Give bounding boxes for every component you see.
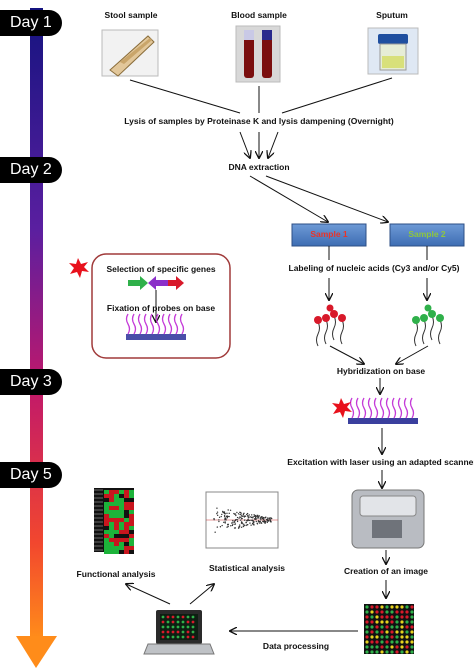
hybridized-base xyxy=(348,397,418,424)
laptop-screen-dots xyxy=(161,615,195,639)
excitation-step: Excitation with laser using an adapted s… xyxy=(287,457,474,467)
probe-selection-box xyxy=(91,253,231,359)
sample1-label: Sample 1 xyxy=(310,229,348,239)
blood-sample-label: Blood sample xyxy=(231,10,287,20)
labeling-step: Labeling of nucleic acids (Cy3 and/or Cy… xyxy=(288,263,460,273)
star-icon-laser xyxy=(332,398,352,418)
day-2-badge: Day 2 xyxy=(0,157,62,183)
stool-sample-photo xyxy=(101,29,159,77)
timeline-bar xyxy=(30,8,43,638)
sputum-sample-photo xyxy=(367,27,419,75)
image-creation-step: Creation of an image xyxy=(343,566,429,576)
labelled-dna-green xyxy=(412,304,444,347)
probe-box-title: Selection of specific genes xyxy=(106,264,216,274)
sample2-label: Sample 2 xyxy=(408,229,446,239)
lysis-step: Lysis of samples by Proteinase K and lys… xyxy=(124,116,394,126)
statistical-analysis-label: Statistical analysis xyxy=(208,563,286,573)
microarray-image xyxy=(364,604,414,654)
blood-sample-photo xyxy=(235,25,281,83)
labelled-dna-red xyxy=(314,304,346,347)
sputum-label: Sputum xyxy=(376,10,408,20)
day-1-badge: Day 1 xyxy=(0,10,62,36)
functional-analysis-label: Functional analysis xyxy=(76,569,156,579)
statistical-scatter-plot xyxy=(205,491,279,549)
gene-arrows xyxy=(128,276,184,290)
scanner-device xyxy=(351,489,425,549)
probe-base-small xyxy=(125,313,186,340)
stool-sample-label: Stool sample xyxy=(104,10,158,20)
data-processing-step: Data processing xyxy=(262,641,330,651)
timeline-arrowhead xyxy=(16,636,57,668)
day-5-badge: Day 5 xyxy=(0,462,62,488)
day-3-badge: Day 3 xyxy=(0,369,62,395)
heatmap-figure xyxy=(94,488,134,554)
star-icon xyxy=(69,258,89,278)
hybridization-step: Hybridization on base xyxy=(336,366,426,376)
probe-fixation-label: Fixation of probes on base xyxy=(106,303,216,313)
dna-extraction-step: DNA extraction xyxy=(228,162,290,172)
